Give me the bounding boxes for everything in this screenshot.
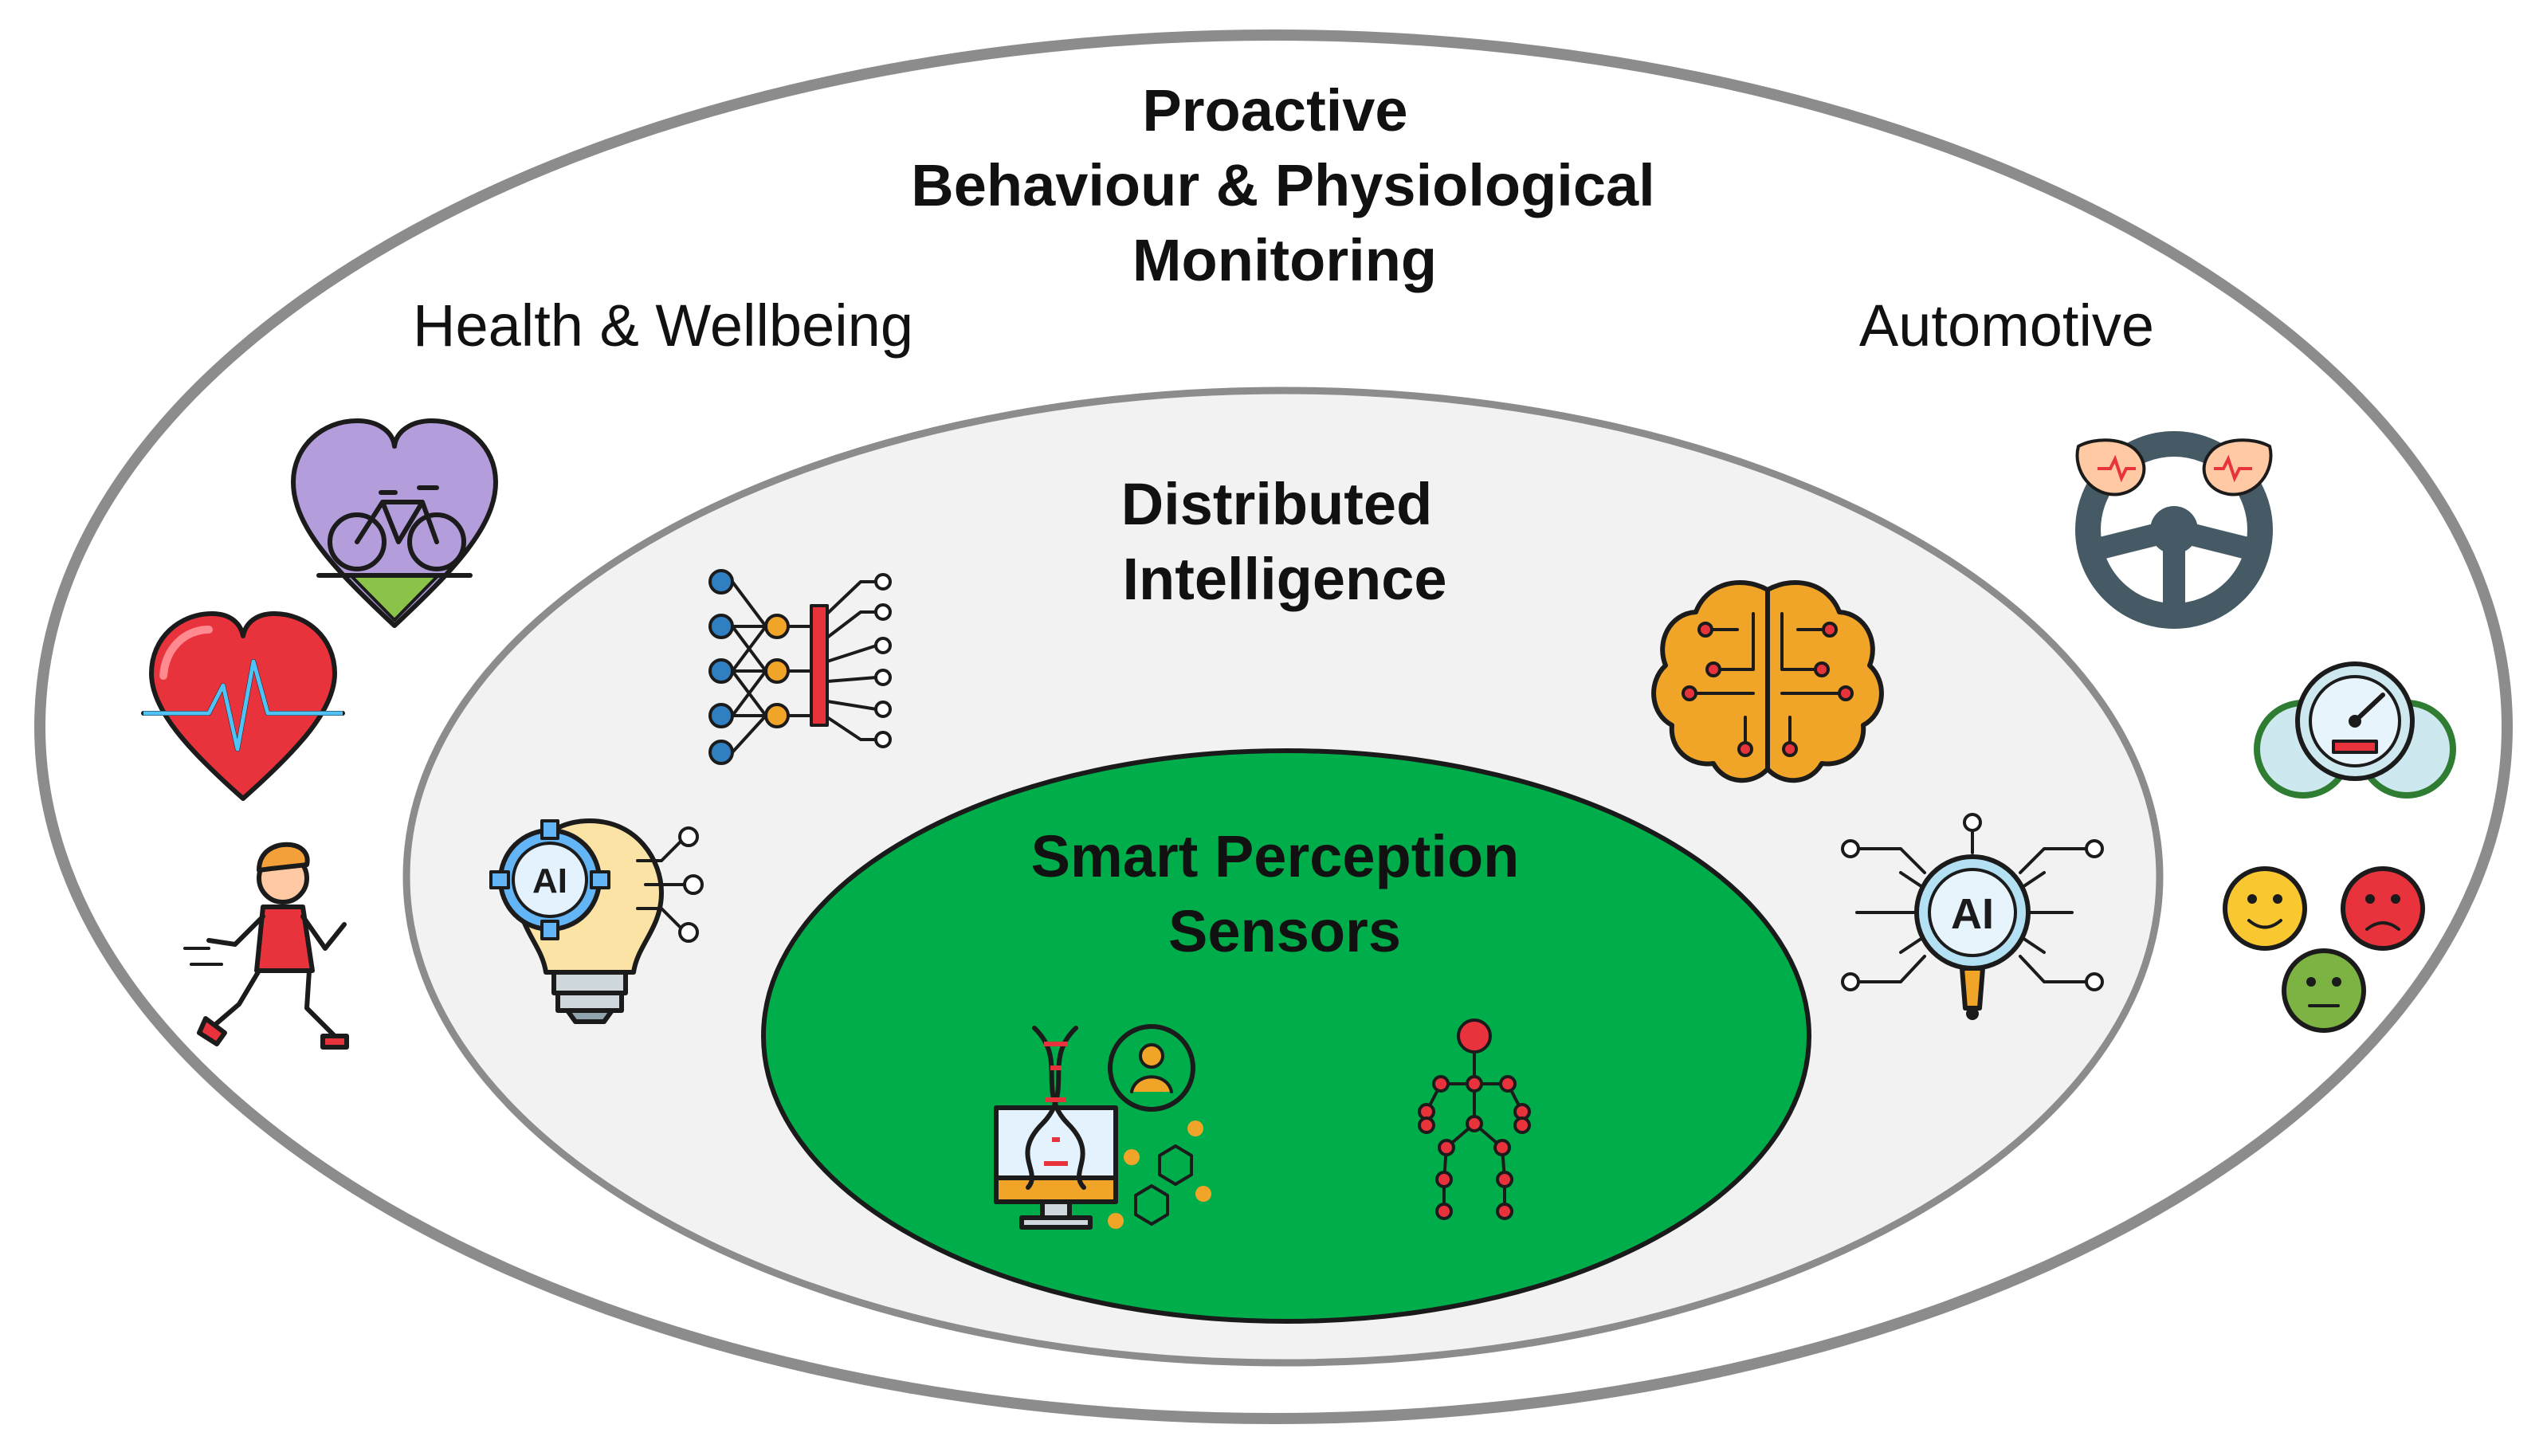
running-person-icon: [183, 842, 349, 1050]
inner-title-line2: Sensors: [1168, 898, 1401, 964]
happy-face-icon: [2223, 866, 2307, 951]
health-wellbeing-label: Health & Wellbeing: [413, 292, 913, 359]
ai-chip-text: AI: [1951, 890, 1994, 938]
ai-lightbulb-icon: AI: [489, 818, 704, 1024]
middle-title-line1: Distributed: [1121, 471, 1433, 537]
neural-network-icon: [708, 569, 892, 765]
ai-chip-icon: AI: [1841, 813, 2104, 1020]
sad-face-icon: [2341, 866, 2425, 951]
heart-bicycle-icon: [291, 418, 498, 628]
circuit-brain-icon: [1651, 580, 1884, 783]
automotive-label: Automotive: [1859, 292, 2154, 359]
heart-rate-icon: [141, 611, 345, 801]
dashboard-gauge-icon: [2254, 661, 2456, 799]
ai-bulb-text: AI: [532, 861, 567, 901]
middle-title-line2: Intelligence: [1122, 546, 1446, 612]
biosensor-monitor-icon: [994, 1024, 1211, 1230]
outer-title-line2: Behaviour & Physiological: [911, 152, 1654, 218]
skeleton-pose-icon: [1418, 1018, 1531, 1220]
inner-title-line1: Smart Perception: [1031, 823, 1520, 889]
neutral-face-icon: [2282, 948, 2366, 1033]
steering-wheel-icon: [2075, 431, 2273, 629]
emotion-faces-icon: [2223, 866, 2425, 1033]
outer-title-line1: Proactive: [1142, 77, 1407, 143]
outer-title-line3: Monitoring: [1132, 227, 1437, 293]
